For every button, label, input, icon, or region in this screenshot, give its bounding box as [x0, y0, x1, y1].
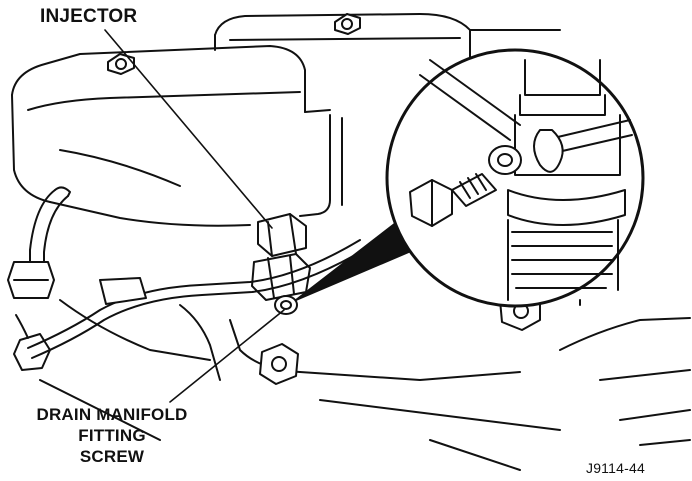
injector-label: INJECTOR — [40, 6, 138, 27]
front-valve-cover — [11, 45, 331, 227]
fuel-line-left-cap — [54, 186, 71, 197]
drain-label-line3: SCREW — [79, 447, 145, 466]
injector-leader-line — [104, 29, 273, 229]
drain-fitting-screw — [274, 295, 298, 315]
left-fitting-lower — [13, 314, 51, 371]
drain-label-line2: FITTING — [78, 426, 146, 445]
fuel-tube-right — [299, 114, 331, 217]
left-fitting-upper — [7, 261, 55, 299]
rear-cover-bolt — [334, 13, 361, 35]
drain-manifold-tube-inner — [31, 249, 365, 359]
drain-manifold-label: DRAIN MANIFOLD FITTING SCREW — [6, 404, 218, 467]
fuel-line-left-inner — [43, 195, 69, 271]
drain-manifold-tube — [27, 239, 361, 349]
engine-block-bolt — [259, 343, 299, 385]
drain-label-line1: DRAIN MANIFOLD — [36, 405, 188, 424]
front-cover-bolt — [107, 53, 135, 75]
detail-circle — [385, 48, 645, 308]
drain-leader-line — [169, 309, 285, 403]
engine-block-lower — [39, 277, 691, 471]
rear-valve-cover — [214, 13, 561, 59]
fuel-line-left — [29, 189, 56, 271]
detail-contents — [409, 59, 633, 306]
figure-code: J9114-44 — [586, 460, 645, 476]
